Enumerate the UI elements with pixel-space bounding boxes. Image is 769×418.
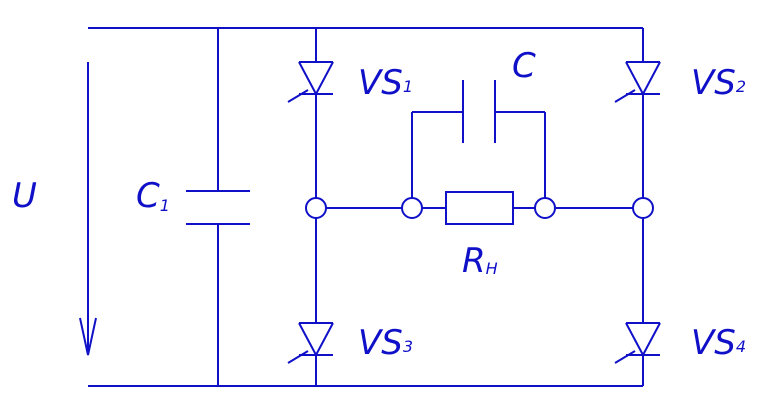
- capacitor-c1: [186, 28, 250, 386]
- capacitor-c-label: C: [512, 46, 536, 86]
- voltage-label: U: [12, 176, 37, 216]
- capacitor-c: [411, 80, 546, 198]
- node-right-load: [534, 197, 556, 219]
- thyristor-vs4: [614, 322, 661, 364]
- vs2-label: VS2: [691, 63, 746, 103]
- vs1-label: VS1: [358, 63, 413, 103]
- node-right-bridge: [632, 197, 654, 219]
- terminal-nodes: [305, 197, 654, 219]
- thyristor-vs3: [287, 322, 334, 364]
- vs4-label: VS4: [691, 323, 746, 363]
- node-left-load: [401, 197, 423, 219]
- thyristor-vs2: [614, 61, 661, 103]
- vs3-label: VS3: [358, 323, 413, 363]
- thyristor-vs1: [287, 61, 334, 103]
- rails: [88, 27, 643, 387]
- c1-label: C1: [136, 176, 170, 216]
- voltage-arrow: [79, 62, 97, 356]
- load-resistor: [445, 191, 514, 225]
- node-left-bridge: [305, 197, 327, 219]
- load-resistor-label: RH: [462, 241, 498, 281]
